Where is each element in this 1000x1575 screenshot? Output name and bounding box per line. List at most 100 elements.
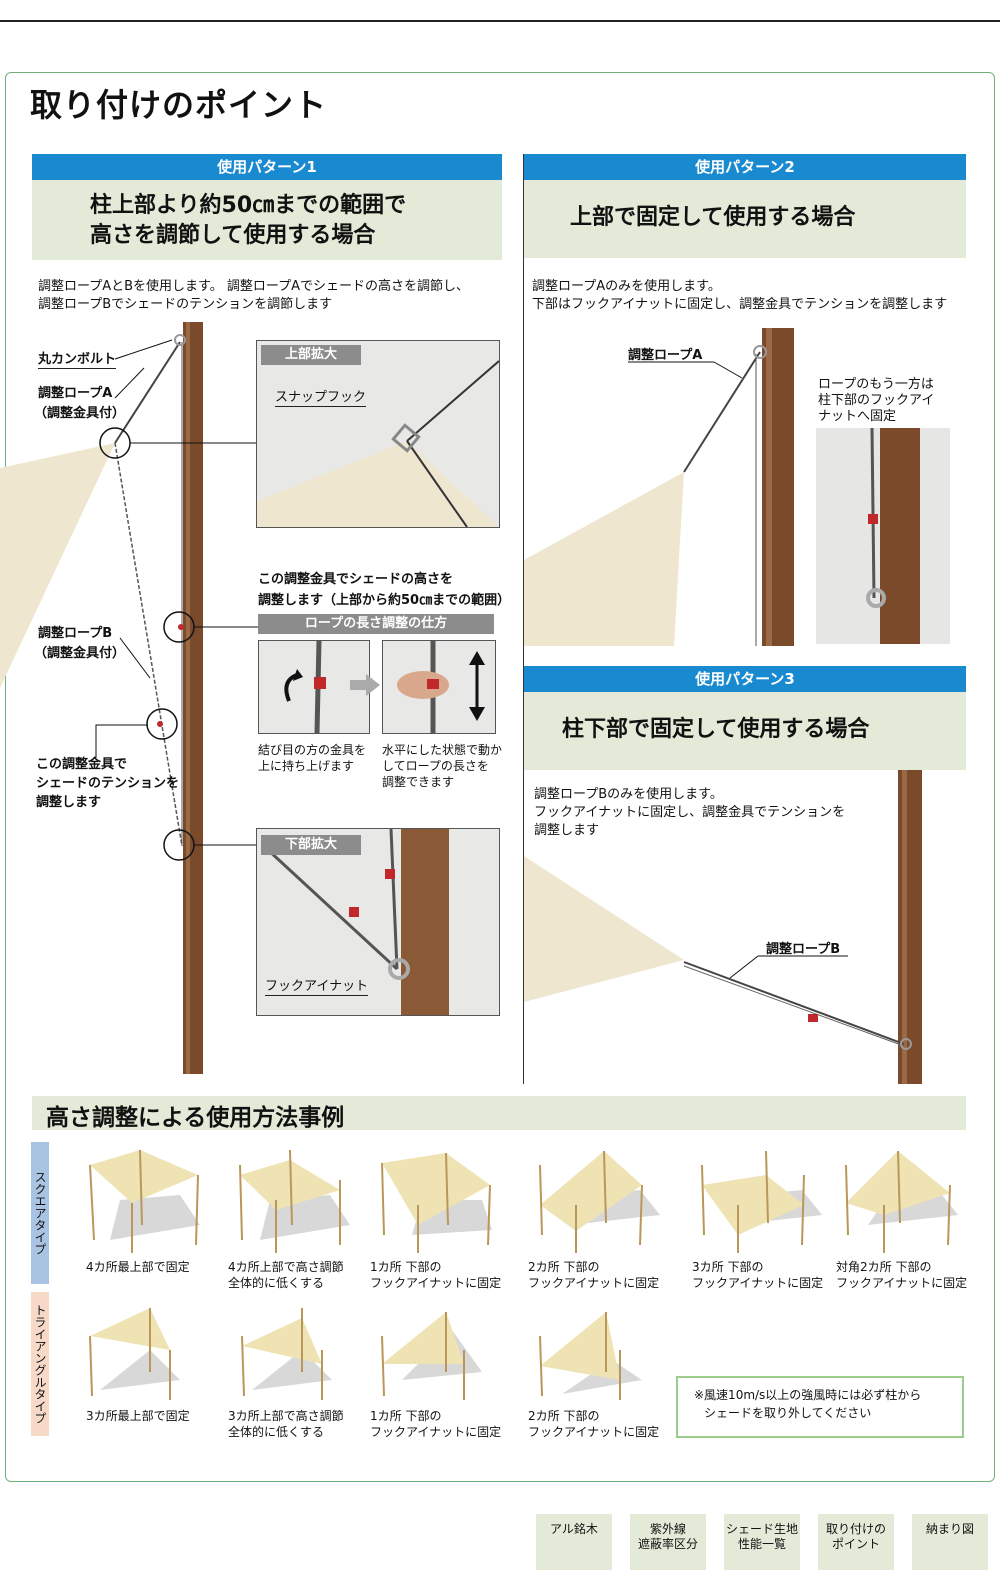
pattern1-title-line1: 柱上部より約50㎝までの範囲で — [90, 193, 407, 218]
shade-fabric — [524, 856, 684, 1002]
square-example-3 — [381, 1152, 492, 1253]
content-frame — [5, 72, 995, 1482]
triangle-thumbnails — [89, 1308, 642, 1400]
square-thumbnails — [89, 1149, 958, 1253]
eye-bolt-icon — [174, 334, 186, 346]
pattern2-desc-1: 調整ロープAのみを使用します。 — [532, 279, 721, 294]
wooden-post — [898, 770, 922, 1084]
nav-installation-points-label-2: ポイント — [831, 1537, 880, 1551]
wind-warning-line2: シェードを取り外してください — [704, 1406, 872, 1420]
pattern2-note-2: 柱下部のフックアイ — [818, 393, 935, 408]
step2-caption-1: 水平にした状態で動か — [382, 743, 503, 757]
step1-drawing — [284, 641, 326, 733]
pattern1-illustration — [0, 322, 258, 1074]
nav-al-meiboku[interactable]: アル銘木 — [536, 1514, 612, 1570]
triangle-type-tag: トライアングルタイプ — [31, 1292, 49, 1436]
arrow-right-icon — [350, 674, 380, 696]
adjuster-mark — [808, 1014, 818, 1022]
label-snap-hook: スナップフック — [275, 386, 367, 407]
pattern3-title-box: 柱下部で固定して使用する場合 — [524, 692, 966, 770]
post-highlight — [766, 328, 772, 646]
rope-a-line — [683, 351, 761, 473]
nav-fabric-performance-label-1: シェード生地 — [725, 1522, 798, 1536]
square-caption-2a: 4カ所上部で高さ調節 — [228, 1260, 344, 1274]
step2-caption-2: してロープの長さを — [382, 759, 489, 773]
label-tension-3: 調整します — [36, 795, 102, 810]
pattern3-illustration — [524, 770, 922, 1084]
label-rope-a-sub: （調整金具付） — [34, 406, 126, 421]
pattern2-illustration — [524, 328, 794, 646]
wind-warning-line1: ※風速10m/s以上の強風時には必ず柱から — [694, 1388, 922, 1402]
zoom-circle-tension — [146, 708, 178, 740]
square-caption-5b: フックアイナットに固定 — [692, 1276, 824, 1290]
bottom-zoom-photo: 下部拡大 フックアイナット — [256, 828, 500, 1016]
triangle-caption-4a: 2カ所 下部の — [528, 1409, 600, 1423]
pattern1-desc-1: 調整ロープAとBを使用します。 調整ロープAでシェードの高さを調節し、 — [38, 279, 469, 294]
label-rope-a: 調整ロープA — [38, 386, 113, 401]
pattern3-title: 柱下部で固定して使用する場合 — [562, 717, 870, 742]
step2-drawing — [397, 641, 485, 733]
pattern1-header: 使用パターン1 — [32, 154, 502, 180]
rope-method-tag: ロープの長さ調整の仕方 — [258, 614, 494, 634]
top-rule — [0, 20, 1000, 22]
label-eye-bolt: 丸カンボルト — [38, 348, 117, 369]
label-tension-1: この調整金具で — [36, 757, 128, 772]
step2-caption-3: 調整できます — [382, 775, 455, 789]
square-caption-6a: 対角2カ所 下部の — [836, 1260, 932, 1274]
pattern2-note-3: ナットへ固定 — [818, 409, 897, 424]
nav-al-meiboku-label: アル銘木 — [550, 1522, 598, 1536]
pattern2-title: 上部で固定して使用する場合 — [570, 205, 856, 230]
square-caption-5a: 3カ所 下部の — [692, 1260, 764, 1274]
triangle-example-2 — [241, 1308, 332, 1400]
pattern2-desc-2: 下部はフックアイナットに固定し、調整金具でテンションを調整します — [532, 297, 948, 312]
examples-title-bar: 高さ調整による使用方法事例 — [32, 1096, 966, 1131]
square-example-6 — [845, 1150, 958, 1253]
triangle-caption-4b: フックアイナットに固定 — [528, 1425, 660, 1439]
bottom-zoom-tag: 下部拡大 — [261, 835, 361, 855]
square-type-tag: スクエアタイプ — [31, 1142, 49, 1284]
nav-installation-points[interactable]: 取り付けの ポイント — [818, 1514, 894, 1570]
label-rope-b-sub: （調整金具付） — [34, 646, 126, 661]
pattern3-desc-1: 調整ロープBのみを使用します。 — [534, 787, 723, 802]
eye-nut-icon — [900, 1038, 912, 1050]
rope-b-line — [683, 961, 905, 1045]
rope-b-line-2 — [683, 965, 905, 1047]
square-caption-6b: フックアイナットに固定 — [836, 1276, 968, 1290]
square-caption-1a: 4カ所最上部で固定 — [86, 1260, 190, 1274]
nav-drawings[interactable]: 納まり図 — [912, 1514, 988, 1570]
step2-photo — [382, 640, 496, 734]
label-rope-b: 調整ロープB — [38, 626, 113, 641]
top-zoom-drawing — [257, 360, 499, 527]
triangle-caption-3b: フックアイナットに固定 — [370, 1425, 502, 1439]
post-highlight — [902, 770, 907, 1084]
triangle-caption-3a: 1カ所 下部の — [370, 1409, 442, 1423]
nav-uv-shielding[interactable]: 紫外線 遮蔽率区分 — [630, 1514, 706, 1570]
eye-bolt-icon — [753, 345, 767, 359]
height-note-2: 調整します（上部から約50㎝までの範囲） — [258, 593, 511, 608]
square-caption-2b: 全体的に低くする — [228, 1276, 325, 1290]
triangle-example-4 — [539, 1312, 642, 1400]
pattern3-desc-2: フックアイナットに固定し、調整金具でテンションを — [534, 805, 846, 820]
pattern1-desc-2: 調整ロープBでシェードのテンションを調節します — [38, 297, 333, 312]
triangle-caption-2b: 全体的に低くする — [228, 1425, 325, 1439]
label-tension-2: シェードのテンションを — [36, 776, 180, 791]
post-highlight — [186, 322, 190, 1074]
square-example-5 — [701, 1150, 822, 1253]
nav-fabric-performance[interactable]: シェード生地 性能一覧 — [724, 1514, 800, 1570]
rope-a-line — [114, 341, 181, 444]
triangle-caption-2a: 3カ所上部で高さ調節 — [228, 1409, 344, 1423]
leader-tension — [95, 724, 148, 758]
triangle-caption-1a: 3カ所最上部で固定 — [86, 1409, 190, 1423]
adjuster-mark — [178, 624, 184, 630]
column-divider — [523, 154, 524, 1084]
square-caption-4b: フックアイナットに固定 — [528, 1276, 660, 1290]
top-zoom-photo: 上部拡大 スナップフック — [256, 340, 500, 528]
nav-uv-shielding-label-2: 遮蔽率区分 — [637, 1537, 698, 1551]
leader-rope-b — [119, 637, 151, 679]
step1-caption-2: 上に持ち上げます — [258, 759, 355, 773]
pattern3-header: 使用パターン3 — [524, 666, 966, 692]
nav-installation-points-label-1: 取り付けの — [825, 1522, 886, 1536]
triangle-example-1 — [89, 1308, 180, 1400]
shade-fabric — [0, 443, 115, 688]
examples-title: 高さ調整による使用方法事例 — [46, 1105, 345, 1131]
